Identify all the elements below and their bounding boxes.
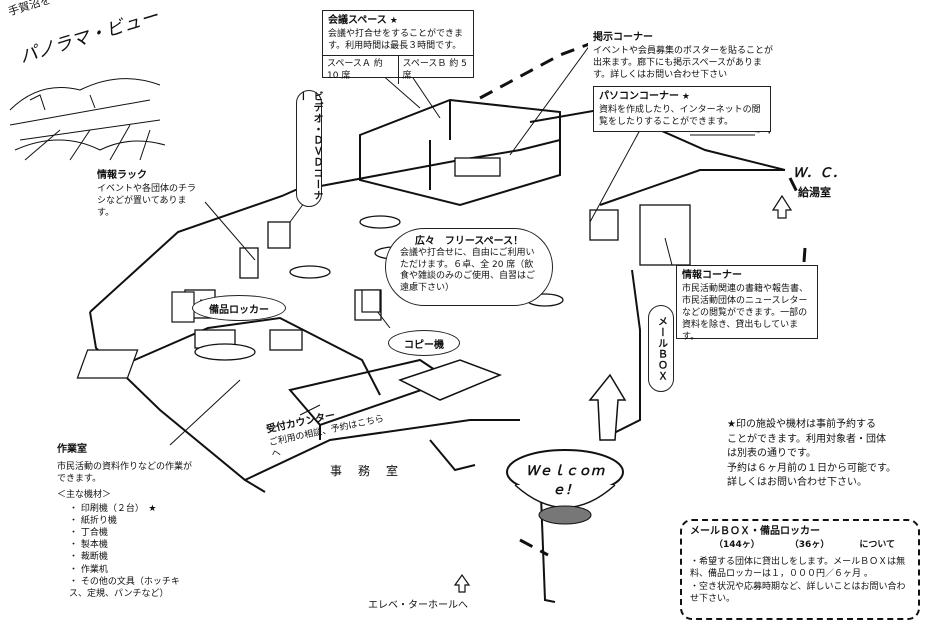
meeting-space-title: 会議スペース [328, 15, 387, 26]
meeting-space-callout: 会議スペース ★ 会議や打合せをすることができます。利用時間は最長３時間です。 … [322, 10, 474, 85]
equipment-item: ・ 製本機 [69, 540, 108, 551]
note-line: は別表の通りです。 [727, 448, 816, 459]
workroom-callout: 作業室 市民活動の資料作りなどの作業ができます。 ＜主な機材＞ ・ 印刷機（２台… [52, 440, 202, 600]
bulletin-desc: イベントや会員募集のポスターを貼ることが出来ます。廊下にも掲示スペースがあります… [593, 45, 774, 80]
pc-corner-desc: 資料を作成したり、インターネットの閲覧をしたりすることができます。 [599, 104, 761, 127]
locker-count: （36ヶ） [789, 540, 830, 550]
pc-corner-callout: パソコンコーナー ★ 資料を作成したり、インターネットの閲覧をしたりすることがで… [593, 86, 771, 132]
video-dvd-corner-label: ビデオ・ＤＶＤコーナー [296, 90, 322, 207]
mailbox-box-title: メールＢＯＸ・備品ロッカー [690, 526, 820, 537]
welcome-label: Ｗｅｌｃｏｍｅ！ [525, 464, 604, 498]
meeting-space-desc: 会議や打合せをすることができます。利用時間は最長３時間です。 [328, 28, 464, 51]
workroom-title: 作業室 [57, 444, 87, 455]
free-space-desc: 会議や打合せに、自由にご利用いただけます。６卓、全 20 席（飲食や雑談のみのご… [400, 248, 536, 294]
free-space-title: 広々 フリースペース！ [414, 236, 524, 247]
equipment-item: ・ その他の文具（ホッチキス、定規、パンチなど） [69, 576, 180, 599]
mailbox-box-item: ・希望する団体に貸出しをします。メールＢＯＸは無料、備品ロッカーは１，０００円／… [690, 556, 906, 580]
mailbox-label: メールＢＯＸ [648, 305, 674, 392]
kitchen-label: 給湯室 [798, 186, 831, 199]
mailbox-count: （144ヶ） [714, 540, 760, 550]
equipment-item: ・ 印刷機（２台） ★ [69, 503, 157, 514]
reservable-star-icon: ★ [389, 16, 398, 26]
equipment-item: ・ 紙折り機 [69, 516, 117, 527]
info-corner-desc: 市民活動関連の書籍や報告書、市民活動団体のニュースレターなどの閲覧ができます。一… [682, 283, 809, 343]
mailbox-locker-info-box: メールＢＯＸ・備品ロッカー （144ヶ） （36ヶ） について ・希望する団体に… [680, 519, 920, 620]
wc-label: Ｗ．Ｃ． [793, 166, 846, 181]
office-label: 事 務 室 [330, 464, 401, 478]
note-line: 詳しくはお問い合わせ下さい。 [727, 477, 867, 488]
space-b-label: スペースＢ 約 5 席 [402, 58, 467, 81]
copier-label: コピー機 [388, 330, 460, 356]
elevator-label: エレベ・ターホールへ [368, 600, 468, 611]
bulletin-callout: 掲示コーナー イベントや会員募集のポスターを貼ることが出来ます。廊下にも掲示スペ… [588, 28, 778, 80]
space-a-label: スペースＡ 約 10 席 [323, 55, 399, 85]
equipment-item: ・ 作業机 [69, 564, 108, 575]
lockers-label: 備品ロッカー [192, 295, 286, 321]
info-rack-callout: 情報ラック イベントや各団体のチラシなどが置いてあります。 [92, 166, 205, 218]
equipment-item: ・ 丁合機 [69, 528, 108, 539]
bulletin-title: 掲示コーナー [593, 32, 653, 43]
info-corner-title: 情報コーナー [682, 270, 742, 281]
note-line: 予約は６ヶ月前の１日から可能です。 [727, 462, 896, 474]
info-rack-desc: イベントや各団体のチラシなどが置いてあります。 [97, 183, 197, 218]
free-space-bubble: 広々 フリースペース！ 会議や打合せに、自由にご利用いただけます。６卓、全 20… [385, 228, 553, 306]
reservable-star-icon: ★ [681, 92, 690, 102]
info-corner-callout: 情報コーナー 市民活動関連の書籍や報告書、市民活動団体のニュースレターなどの閲覧… [676, 265, 818, 342]
equipment-item: ・ 裁断機 [69, 552, 108, 563]
note-line: ★印の施設や機材は事前予約する [727, 419, 876, 430]
info-rack-title: 情報ラック [97, 170, 147, 181]
workroom-desc: 市民活動の資料作りなどの作業ができます。 [57, 461, 193, 484]
equipment-header: ＜主な機材＞ [57, 489, 112, 500]
equipment-list: ・ 印刷機（２台） ★ ・ 紙折り機 ・ 丁合機 ・ 製本機 ・ 裁断機 ・ 作… [57, 503, 197, 600]
pc-corner-title: パソコンコーナー [599, 91, 679, 102]
note-line: ことができます。利用対象者・団体 [727, 433, 886, 445]
mailbox-box-item: ・空き状況や応募時期など、詳しいことはお問い合わせ下さい。 [690, 581, 906, 605]
reservation-note: ★印の施設や機材は事前予約する ことができます。利用対象者・団体 は別表の通りで… [727, 418, 923, 491]
about-label: について [859, 540, 896, 550]
